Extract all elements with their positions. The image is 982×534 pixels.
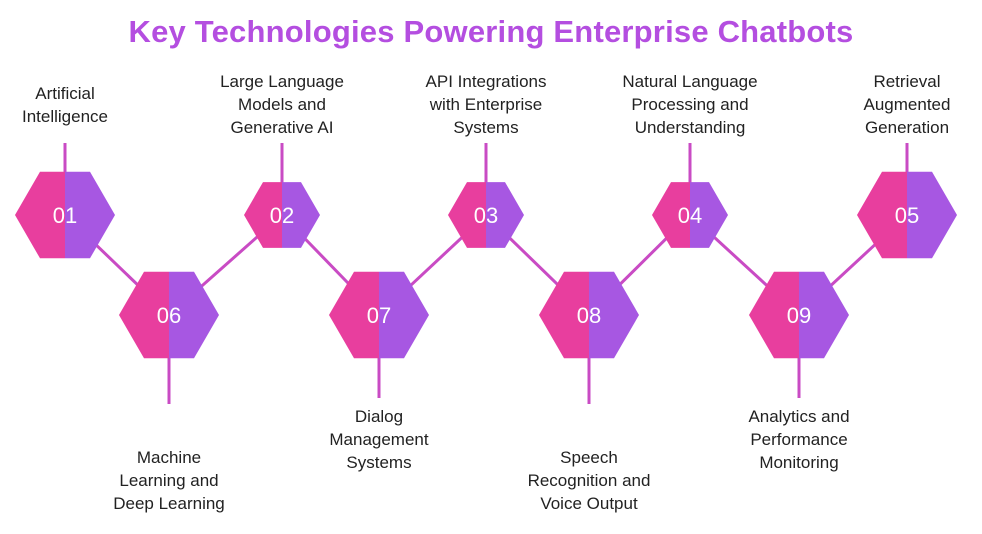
- hexagon-node-06: 06: [119, 271, 219, 359]
- hexagon-right-half: [589, 271, 639, 359]
- hexagon-left-half: [448, 182, 486, 248]
- label-line: Generative AI: [230, 118, 334, 137]
- hexagon-left-half: [857, 171, 907, 259]
- label-line: Deep Learning: [113, 494, 225, 513]
- hexagon-node-01: 01: [15, 171, 115, 259]
- label-line: Generation: [864, 118, 950, 137]
- hexagon-right-half: [379, 271, 429, 359]
- node-number: 05: [895, 203, 919, 228]
- label-line: Machine: [136, 448, 202, 467]
- hexagon-node-02: 02: [244, 182, 320, 248]
- node-number: 07: [367, 303, 391, 328]
- label-line: Artificial: [35, 84, 95, 103]
- label-line: Processing and: [631, 95, 749, 114]
- page-title: Key Technologies Powering Enterprise Cha…: [128, 14, 854, 49]
- hexagon-right-half: [282, 182, 320, 248]
- label-line: Large Language: [220, 72, 344, 91]
- label-line: with Enterprise: [429, 95, 543, 114]
- node-number: 04: [678, 203, 702, 228]
- label-line: Augmented: [863, 95, 951, 114]
- hexagon-node-07: 07: [329, 271, 429, 359]
- label-line: Intelligence: [21, 107, 108, 126]
- label-line: Recognition and: [527, 471, 651, 490]
- hexagon-left-half: [329, 271, 379, 359]
- hexagon-right-half: [65, 171, 115, 259]
- hexagon-node-04: 04: [652, 182, 728, 248]
- hexagon-left-half: [749, 271, 799, 359]
- node-number: 01: [53, 203, 77, 228]
- label-line: Retrieval: [873, 72, 941, 91]
- hexagon-right-half: [486, 182, 524, 248]
- label-line: Performance: [750, 430, 848, 449]
- label-line: Natural Language: [622, 72, 758, 91]
- hexagon-node-09: 09: [749, 271, 849, 359]
- hexagon-right-half: [169, 271, 219, 359]
- label-line: Understanding: [634, 118, 746, 137]
- label-line: Speech: [560, 448, 618, 467]
- node-number: 03: [474, 203, 498, 228]
- label-line: Models and: [238, 95, 326, 114]
- label-line: Monitoring: [759, 453, 839, 472]
- node-number: 06: [157, 303, 181, 328]
- hexagon-left-half: [15, 171, 65, 259]
- label-line: Analytics and: [748, 407, 850, 426]
- hexagon-left-half: [539, 271, 589, 359]
- node-number: 02: [270, 203, 294, 228]
- node-number: 09: [787, 303, 811, 328]
- label-line: Management: [329, 430, 429, 449]
- label-line: Systems: [453, 118, 519, 137]
- hexagon-right-half: [907, 171, 957, 259]
- hexagon-right-half: [690, 182, 728, 248]
- label-line: API Integrations: [425, 72, 547, 91]
- node-number: 08: [577, 303, 601, 328]
- hexagon-left-half: [244, 182, 282, 248]
- hexagon-node-05: 05: [857, 171, 957, 259]
- hexagon-left-half: [119, 271, 169, 359]
- hexagon-node-03: 03: [448, 182, 524, 248]
- hexagon-right-half: [799, 271, 849, 359]
- label-line: Learning and: [119, 471, 219, 490]
- hexagon-left-half: [652, 182, 690, 248]
- hexagon-node-08: 08: [539, 271, 639, 359]
- label-line: Voice Output: [540, 494, 638, 513]
- label-line: Dialog: [354, 407, 404, 426]
- label-line: Systems: [346, 453, 412, 472]
